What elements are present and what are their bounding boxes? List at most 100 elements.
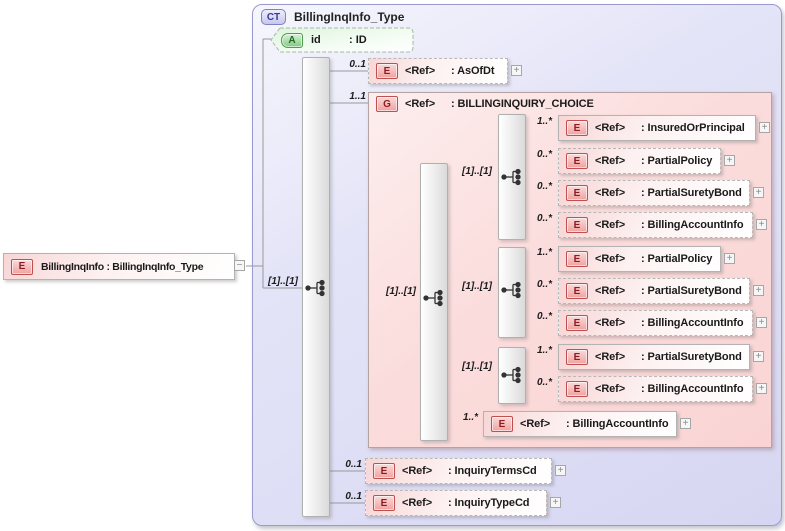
complex-type-header: CT BillingInqInfo_Type xyxy=(261,9,404,25)
occurrence-label: 0..* xyxy=(536,181,552,192)
element-billingaccountinfo[interactable]: E <Ref> : BillingAccountInfo + xyxy=(558,310,767,336)
occurrence-label: [1]..[1] xyxy=(462,361,492,372)
element-billingaccountinfo[interactable]: E <Ref> : BillingAccountInfo + xyxy=(558,376,767,402)
element-badge-icon: E xyxy=(566,349,588,365)
occurrence-label: 0..1 xyxy=(345,491,362,502)
occurrence-label: [1]..[1] xyxy=(462,166,492,177)
attribute-name: id xyxy=(311,34,321,46)
element-badge-icon: E xyxy=(566,120,588,136)
element-name: : PartialSuretyBond xyxy=(641,285,742,297)
attribute-badge-icon: A xyxy=(281,32,303,48)
occurrence-label: 1..* xyxy=(462,412,478,423)
element-ref: <Ref> xyxy=(595,317,626,329)
expand-icon[interactable]: + xyxy=(724,253,735,264)
element-badge-icon: E xyxy=(373,463,395,479)
element-billingaccountinfo[interactable]: E <Ref> : BillingAccountInfo + xyxy=(558,212,767,238)
element-insuredorprincipal[interactable]: E <Ref> : InsuredOrPrincipal + xyxy=(558,115,770,141)
expand-icon[interactable]: + xyxy=(756,317,767,328)
element-badge-icon: E xyxy=(566,381,588,397)
element-partialpolicy[interactable]: E <Ref> : PartialPolicy + xyxy=(558,246,735,272)
element-ref: <Ref> xyxy=(402,465,433,477)
group-name: : BILLINGINQUIRY_CHOICE xyxy=(451,98,594,110)
element-badge-icon: E xyxy=(566,185,588,201)
group-ref: <Ref> xyxy=(405,98,436,110)
element-ref: <Ref> xyxy=(595,187,626,199)
occurrence-label: 1..* xyxy=(536,345,552,356)
root-element-label: BillingInqInfo : BillingInqInfo_Type xyxy=(41,260,204,273)
collapse-icon[interactable]: − xyxy=(234,260,245,271)
expand-icon[interactable]: + xyxy=(550,497,561,508)
element-ref: <Ref> xyxy=(595,219,626,231)
element-name: : InquiryTermsCd xyxy=(448,465,537,477)
element-partialsuretybond[interactable]: E <Ref> : PartialSuretyBond + xyxy=(558,180,764,206)
occurrence-label: 1..1 xyxy=(349,91,366,102)
occurrence-label: 1..* xyxy=(536,247,552,258)
occurrence-label: [1]..[1] xyxy=(386,286,416,297)
element-name: : BillingAccountInfo xyxy=(641,219,744,231)
group-badge-icon: G xyxy=(376,96,398,112)
occurrence-label: 0..* xyxy=(536,149,552,160)
element-badge-icon: E xyxy=(11,258,33,275)
expand-icon[interactable]: + xyxy=(680,418,691,429)
complex-type-title: BillingInqInfo_Type xyxy=(294,10,405,24)
element-name: : BillingAccountInfo xyxy=(566,418,669,430)
expand-icon[interactable]: + xyxy=(756,219,767,230)
element-ref: <Ref> xyxy=(520,418,551,430)
expand-icon[interactable]: + xyxy=(753,187,764,198)
element-ref: <Ref> xyxy=(405,65,436,77)
element-badge-icon: E xyxy=(566,153,588,169)
occurrence-label: 0..* xyxy=(536,213,552,224)
sequence-icon xyxy=(501,281,521,299)
element-inquirytermscd[interactable]: E <Ref> : InquiryTermsCd + xyxy=(365,458,566,484)
element-badge-icon: E xyxy=(566,283,588,299)
element-badge-icon: E xyxy=(373,495,395,511)
occurrence-label: 0..* xyxy=(536,311,552,322)
element-badge-icon: E xyxy=(566,217,588,233)
choice-group-header: G <Ref> : BILLINGINQUIRY_CHOICE xyxy=(376,96,594,112)
element-inquirytypecd[interactable]: E <Ref> : InquiryTypeCd + xyxy=(365,490,561,516)
occurrence-label: 0..1 xyxy=(345,459,362,470)
element-partialsuretybond[interactable]: E <Ref> : PartialSuretyBond + xyxy=(558,344,764,370)
occurrence-label: [1]..[1] xyxy=(268,276,298,287)
element-badge-icon: E xyxy=(491,416,513,432)
element-ref: <Ref> xyxy=(595,285,626,297)
expand-icon[interactable]: + xyxy=(724,155,735,166)
element-partialsuretybond[interactable]: E <Ref> : PartialSuretyBond + xyxy=(558,278,764,304)
element-name: : BillingAccountInfo xyxy=(641,317,744,329)
choice-bar[interactable] xyxy=(420,163,448,441)
element-ref: <Ref> xyxy=(595,155,626,167)
expand-icon[interactable]: + xyxy=(756,383,767,394)
expand-icon[interactable]: + xyxy=(753,351,764,362)
element-name: : AsOfDt xyxy=(451,65,495,77)
element-name: : InquiryTypeCd xyxy=(448,497,530,509)
occurrence-label: 1..* xyxy=(536,116,552,127)
element-partialpolicy[interactable]: E <Ref> : PartialPolicy + xyxy=(558,148,735,174)
occurrence-label: 0..* xyxy=(536,377,552,388)
element-badge-icon: E xyxy=(566,251,588,267)
element-ref: <Ref> xyxy=(595,383,626,395)
expand-icon[interactable]: + xyxy=(753,285,764,296)
element-billingaccountinfo[interactable]: E <Ref> : BillingAccountInfo + xyxy=(483,411,691,437)
element-asofdt[interactable]: E <Ref> : AsOfDt + xyxy=(368,58,522,84)
sequence-icon xyxy=(501,366,521,384)
attribute-type: : ID xyxy=(349,34,367,46)
choice-icon xyxy=(423,289,443,307)
attribute-id[interactable]: A id : ID xyxy=(270,27,415,53)
element-ref: <Ref> xyxy=(595,351,626,363)
occurrence-label: 0..1 xyxy=(349,59,366,70)
element-badge-icon: E xyxy=(376,63,398,79)
expand-icon[interactable]: + xyxy=(555,465,566,476)
occurrence-label: [1]..[1] xyxy=(462,281,492,292)
element-ref: <Ref> xyxy=(595,122,626,134)
element-badge-icon: E xyxy=(566,315,588,331)
occurrence-label: 0..* xyxy=(536,279,552,290)
element-billinginqinfo[interactable]: E BillingInqInfo : BillingInqInfo_Type xyxy=(3,253,235,280)
sequence-bar-2[interactable] xyxy=(498,247,526,338)
expand-icon[interactable]: + xyxy=(759,122,770,133)
element-name: : PartialPolicy xyxy=(641,253,713,265)
element-name: : InsuredOrPrincipal xyxy=(641,122,745,134)
element-ref: <Ref> xyxy=(402,497,433,509)
complex-type-badge-icon: CT xyxy=(261,9,286,25)
expand-icon[interactable]: + xyxy=(511,65,522,76)
